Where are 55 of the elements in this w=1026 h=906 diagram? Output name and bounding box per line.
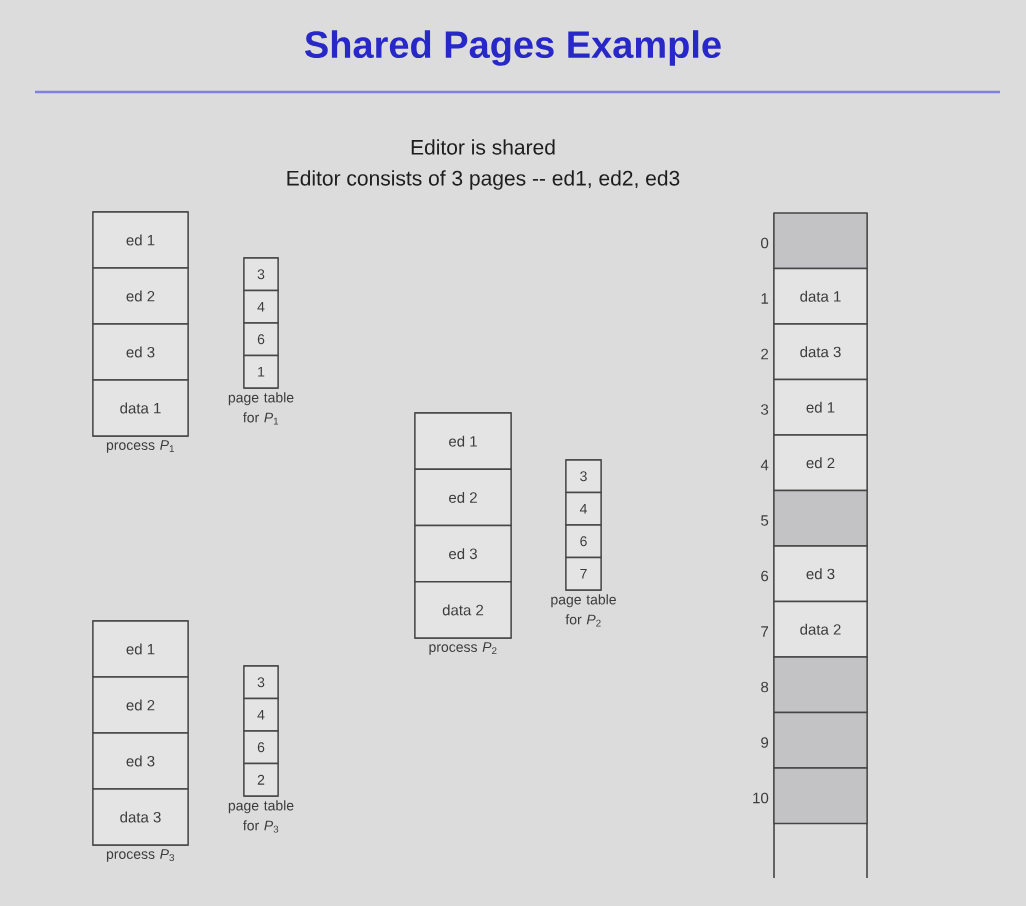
page-cell: ed 2 — [92, 267, 189, 325]
memory-frame — [773, 212, 868, 270]
node-label: process P$_{1}$ — [106, 440, 175, 453]
table-cell: 6 — [565, 524, 602, 559]
memory-frame — [773, 656, 868, 714]
node-label: process P$_{3}$ — [106, 849, 175, 862]
table-cell: 3 — [565, 459, 602, 494]
frame-number: 5 — [761, 515, 769, 526]
memory-frame: ed 2 — [773, 434, 868, 492]
memory-frame: data 2 — [773, 600, 868, 658]
memory-frame — [773, 711, 868, 769]
frame-number: 10 — [753, 792, 769, 804]
frame-number: 8 — [761, 681, 769, 693]
page-cell: ed 3 — [414, 524, 512, 583]
memory-frame: data 1 — [773, 267, 868, 325]
page-cell: ed 3 — [92, 323, 189, 381]
page-cell: ed 1 — [92, 211, 189, 269]
memory-frame: ed 1 — [773, 378, 868, 436]
frame-number: 9 — [761, 737, 769, 748]
table-cell: 6 — [243, 730, 279, 765]
table-cell: 3 — [243, 257, 279, 292]
subtitle: Editor is shared — [411, 139, 555, 155]
page-cell: ed 1 — [414, 412, 512, 470]
page-cell: data 3 — [92, 788, 189, 846]
node-label: page table for P$_{2}$ — [551, 594, 616, 627]
memory-frame: ed 3 — [773, 545, 868, 603]
table-cell: 4 — [243, 289, 279, 324]
memory-frame — [773, 489, 868, 547]
frame-number: 3 — [761, 404, 769, 415]
page-cell: data 1 — [92, 379, 189, 437]
page-cell: ed 2 — [414, 468, 512, 527]
table-cell: 1 — [243, 354, 279, 389]
subtitle: Editor consists of 3 pages -- ed1, ed2, ed3 — [287, 170, 680, 190]
node-label: page table for P$_{3}$ — [228, 800, 294, 833]
table-cell: 6 — [243, 322, 279, 357]
frame-number: 0 — [761, 237, 769, 249]
frame-number: 4 — [760, 459, 769, 471]
table-cell: 7 — [565, 556, 602, 591]
node-label: process P$_{2}$ — [429, 642, 497, 655]
memory-frame: data 3 — [773, 323, 868, 381]
table-cell: 2 — [243, 762, 279, 797]
frame-number: 7 — [761, 626, 769, 637]
page-cell: ed 2 — [92, 676, 189, 734]
table-cell: 3 — [243, 665, 279, 700]
page-cell: data 2 — [414, 581, 512, 639]
table-cell: 4 — [243, 697, 279, 732]
memory-frame — [773, 767, 868, 825]
frame-number: 6 — [761, 570, 769, 582]
title: Shared Pages Example — [305, 30, 721, 66]
table-cell: 4 — [565, 491, 602, 526]
frame-number: 1 — [761, 293, 769, 304]
page-cell: ed 1 — [92, 620, 189, 678]
frame-number: 2 — [761, 348, 769, 360]
node-label: page table for P$_{1}$ — [228, 392, 294, 425]
page-cell: ed 3 — [92, 732, 189, 790]
